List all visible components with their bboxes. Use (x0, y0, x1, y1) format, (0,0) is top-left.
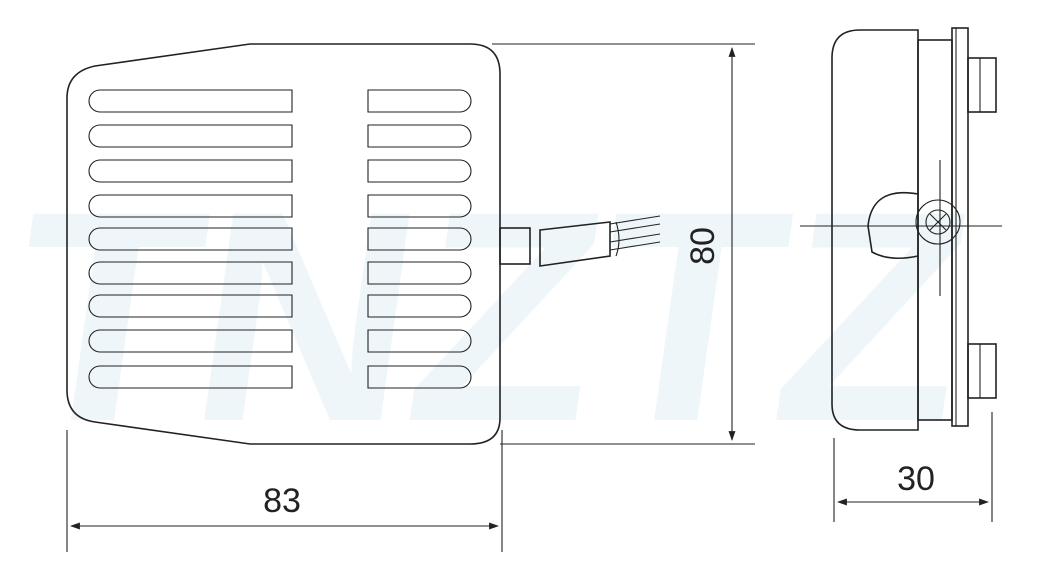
height-dimension: 80 (492, 43, 755, 445)
front-view (66, 43, 661, 445)
side-view (800, 27, 1002, 431)
watermark: TNZTZ (0, 148, 989, 483)
vent-slots-right (367, 89, 472, 389)
depth-dimension: 30 (833, 412, 993, 522)
side-body-outline (831, 29, 919, 431)
svg-text:TNZTZ: TNZTZ (0, 148, 989, 483)
mounting-flange (951, 27, 969, 427)
width-label: 83 (263, 482, 301, 520)
vent-slots-left (88, 89, 293, 389)
mounting-stud-bottom (967, 343, 997, 399)
pivot-outer (915, 199, 961, 245)
depth-label: 30 (897, 460, 935, 498)
height-label: 80 (684, 227, 722, 265)
cable-gland (499, 227, 531, 265)
cable (539, 215, 661, 267)
mounting-stud-top (967, 57, 997, 113)
front-housing-outline (66, 43, 501, 445)
width-dimension: 83 (66, 430, 503, 552)
pivot-inner (925, 209, 951, 235)
